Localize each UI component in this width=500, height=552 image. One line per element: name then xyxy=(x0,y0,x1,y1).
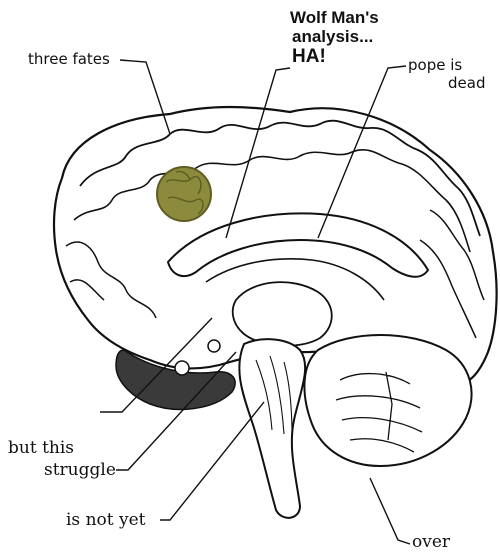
leader-not-yet xyxy=(160,402,264,520)
label-not-yet: is not yet xyxy=(66,510,145,530)
label-pope-line1: pope is xyxy=(408,56,462,74)
moss-patch-icon xyxy=(157,167,211,221)
cerebellum xyxy=(304,335,471,466)
label-wolf-line2: analysis... xyxy=(292,27,373,46)
label-three-fates: three fates xyxy=(28,50,110,68)
leader-over xyxy=(370,478,410,544)
label-over: over xyxy=(412,532,450,552)
label-wolf-line3: HA! xyxy=(292,46,326,67)
label-but-line2: struggle xyxy=(44,460,116,480)
mammillary-body xyxy=(175,361,189,375)
label-pope-line2: dead xyxy=(448,74,485,92)
label-wolf-line1: Wolf Man's xyxy=(290,8,379,27)
pituitary xyxy=(208,340,220,352)
thalamus xyxy=(233,282,332,346)
label-but-line1: but this xyxy=(8,438,74,458)
